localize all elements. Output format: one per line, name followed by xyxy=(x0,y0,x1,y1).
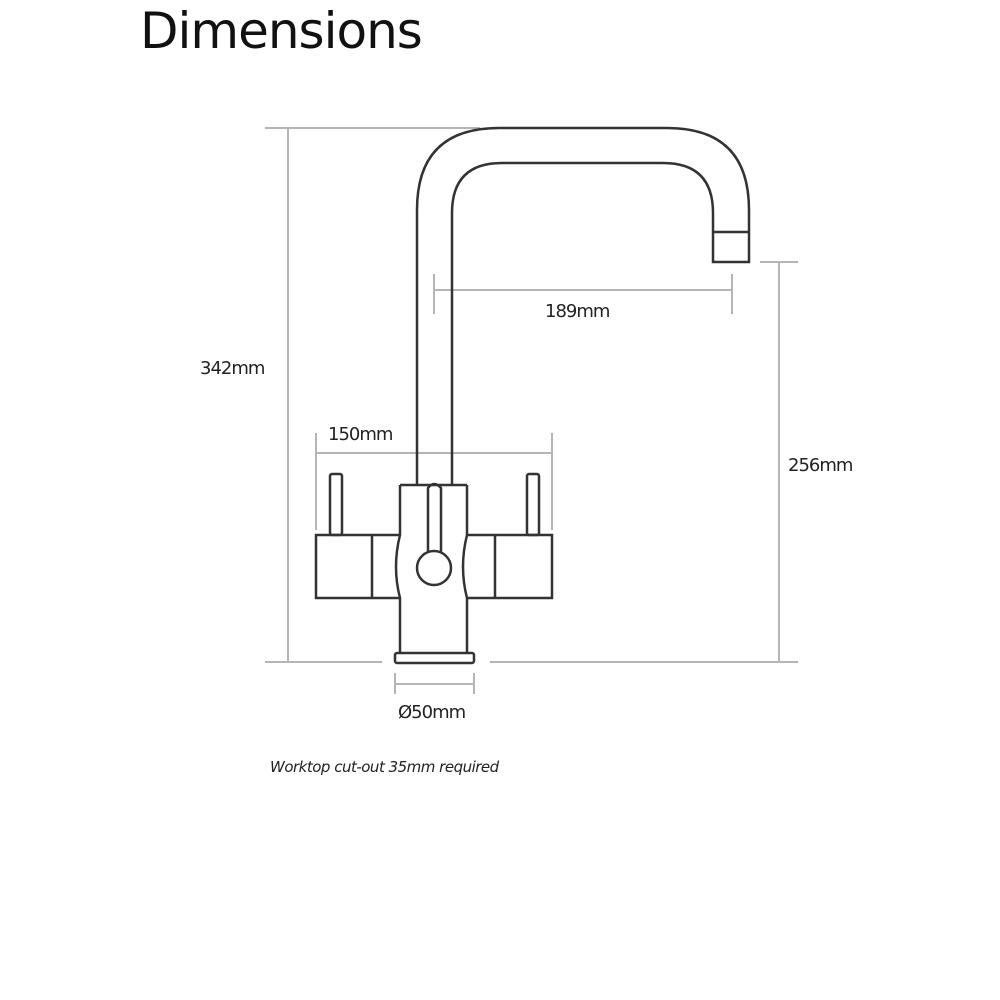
handle-span-label: 150mm xyxy=(328,424,393,445)
base-diameter-label: Ø50mm xyxy=(398,702,466,723)
worktop-note: Worktop cut-out 35mm required xyxy=(270,758,499,776)
tap-outline xyxy=(314,126,751,665)
spout-reach-label: 189mm xyxy=(545,301,610,322)
dimension-lines xyxy=(265,127,798,694)
overall-height-label: 342mm xyxy=(200,358,265,379)
spout-height-label: 256mm xyxy=(788,455,853,476)
page-title: Dimensions xyxy=(140,2,423,60)
